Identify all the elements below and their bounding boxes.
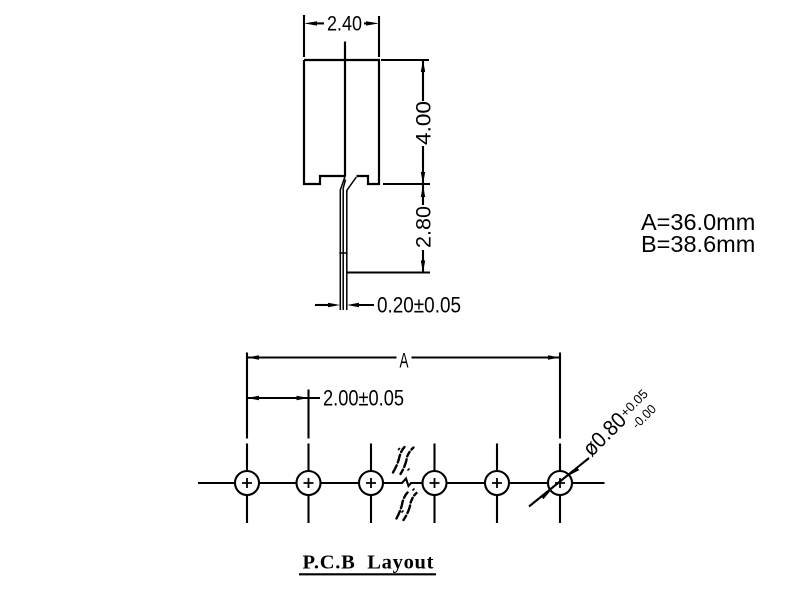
svg-text:2.40: 2.40	[327, 13, 362, 36]
svg-text:A=36.0mm: A=36.0mm	[641, 209, 755, 235]
svg-text:A: A	[400, 350, 409, 373]
svg-text:4.00: 4.00	[413, 101, 436, 145]
svg-text:P.C.B Layout: P.C.B Layout	[303, 552, 434, 574]
svg-text:2.80: 2.80	[413, 206, 436, 248]
svg-text:B=38.6mm: B=38.6mm	[641, 231, 755, 257]
svg-text:2.00±0.05: 2.00±0.05	[323, 386, 404, 411]
svg-text:0.20±0.05: 0.20±0.05	[377, 293, 461, 318]
